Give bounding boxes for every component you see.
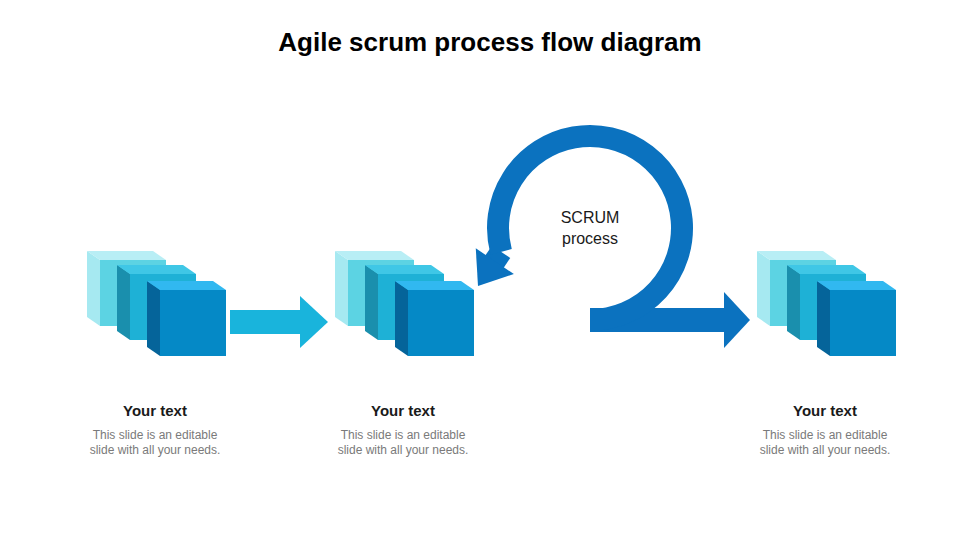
step-heading: Your text [328,402,478,419]
step-description: This slide is an editable slide with all… [80,428,230,458]
scrum-loop: SCRUM process [476,114,704,342]
text-group: Your textThis slide is an editable slide… [328,402,478,458]
cube-stack [87,251,226,356]
text-group: Your textThis slide is an editable slide… [750,402,900,458]
cube-stack [757,251,896,356]
step-description: This slide is an editable slide with all… [328,428,478,458]
arrow-shaft [230,310,301,334]
arrow-head [476,248,514,286]
arrow-head [300,296,328,348]
process-stack: Your textThis slide is an editable slide… [80,238,230,462]
cube-stack [335,251,474,356]
loop-label: SCRUM process [550,207,630,249]
step-description: This slide is an editable slide with all… [750,428,900,458]
flow-arrow [476,248,514,286]
process-stack: Your textThis slide is an editable slide… [328,238,478,462]
step-heading: Your text [750,402,900,419]
diagram-title: Agile scrum process flow diagram [0,27,980,58]
flow-arrow [230,296,328,348]
loop-arc [498,136,682,320]
process-stack: Your textThis slide is an editable slide… [750,238,900,462]
circular-arrow [476,114,704,342]
text-group: SCRUM process [476,207,704,249]
text-group: Your textThis slide is an editable slide… [80,402,230,458]
step-heading: Your text [80,402,230,419]
arrow-head [724,292,750,348]
